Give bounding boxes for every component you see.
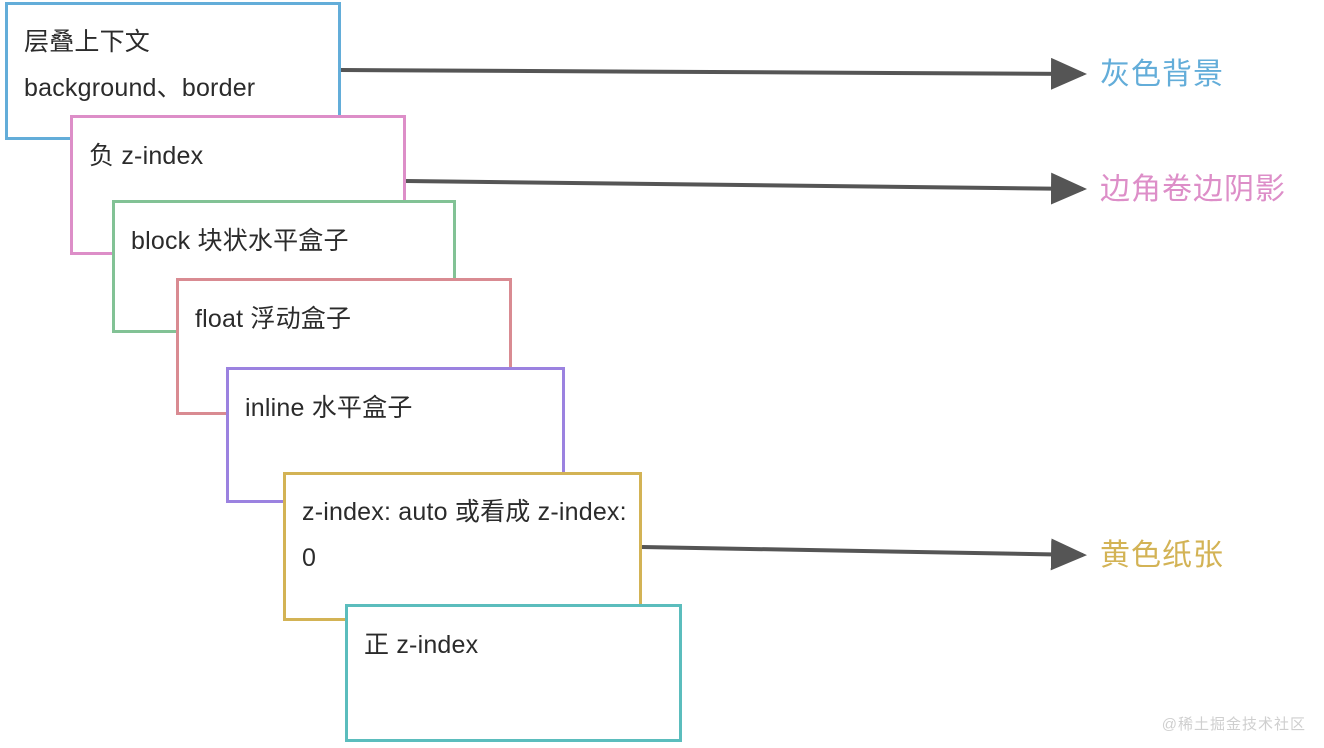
layer-box-label-inline-box: inline 水平盒子 — [245, 394, 413, 422]
watermark: @稀土掘金技术社区 — [1161, 716, 1306, 733]
layer-box-label-negative-z-index: 负 z-index — [89, 142, 204, 170]
layer-box-label-block-box: block 块状水平盒子 — [131, 227, 349, 255]
layer-box-label-positive-z-index: 正 z-index — [364, 631, 479, 659]
arrow-gray-background — [340, 57, 1087, 90]
layer-box-z-index-auto[interactable]: z-index: auto 或看成 z-index: 0 — [283, 472, 642, 621]
arrow-curl-shadow — [405, 172, 1087, 205]
layer-box-positive-z-index[interactable]: 正 z-index — [345, 604, 682, 742]
layer-box-label-float-box: float 浮动盒子 — [195, 305, 352, 333]
label-curl-shadow: 边角卷边阴影 — [1100, 173, 1286, 206]
label-yellow-paper: 黄色纸张 — [1100, 539, 1224, 572]
layer-box-label-z-index-auto: z-index: auto 或看成 z-index: 0 — [302, 498, 634, 572]
label-gray-background: 灰色背景 — [1100, 58, 1224, 91]
arrow-yellow-paper — [641, 538, 1087, 571]
layer-box-label-stacking-context: 层叠上下文 background、border — [24, 28, 256, 102]
